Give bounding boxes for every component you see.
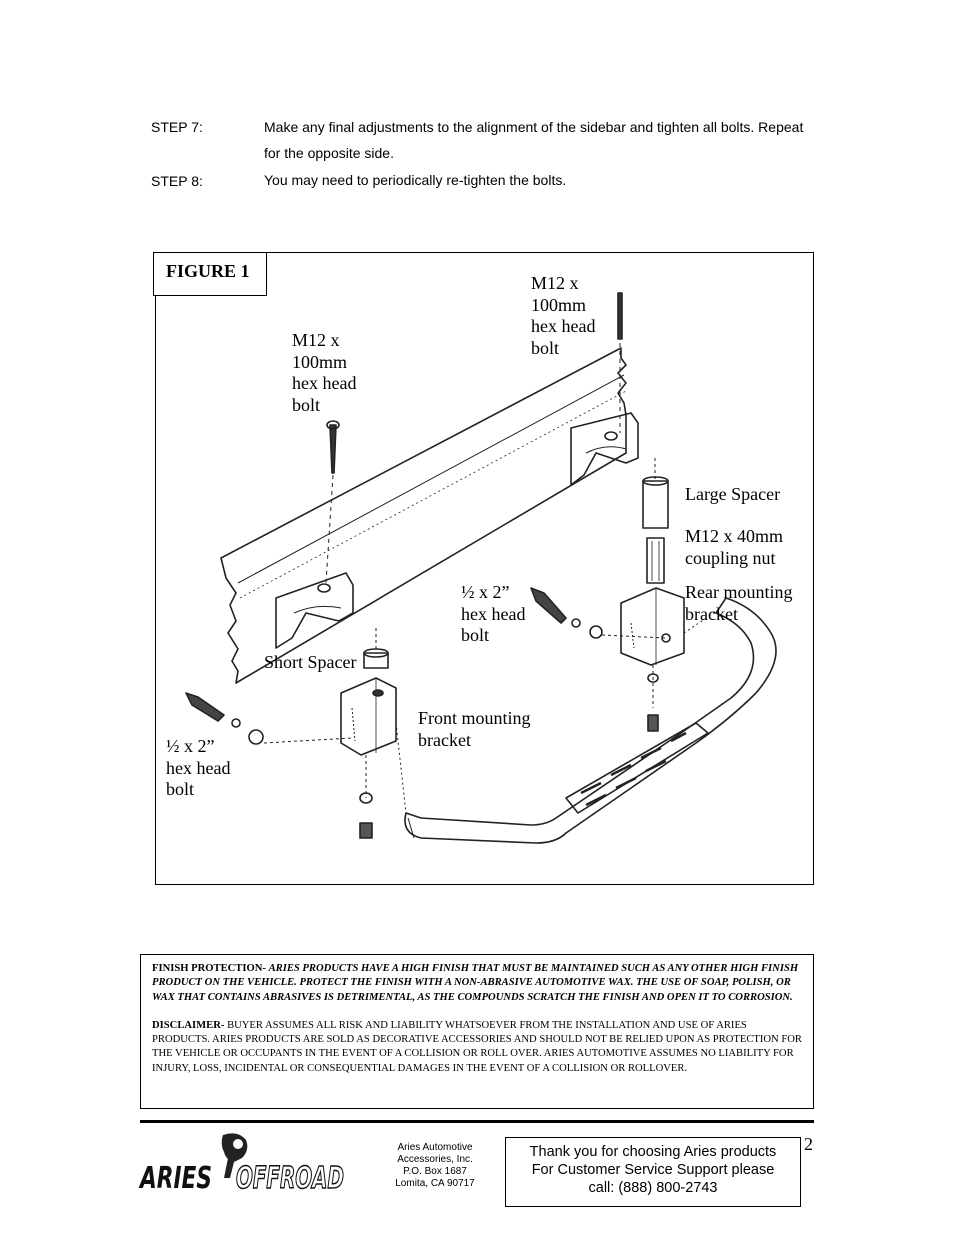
finish-protection-paragraph: FINISH PROTECTION- ARIES PRODUCTS HAVE A… <box>152 962 802 1005</box>
figure-frame <box>155 252 814 885</box>
middle-hex-bolt <box>530 587 567 624</box>
rear-frame-bracket <box>570 412 639 486</box>
front-top-bolt <box>329 424 337 474</box>
label-short-spacer: Short Spacer <box>264 652 357 672</box>
label-rear-bracket: Rear mounting bracket <box>685 582 793 624</box>
label-bolt-top-left: M12 x 100mm hex head bolt <box>292 330 357 415</box>
label-coupling-nut: M12 x 40mm coupling nut <box>685 526 784 568</box>
rear-top-bolt <box>617 292 623 340</box>
step-7-text: Make any final adjustments to the alignm… <box>264 119 804 161</box>
frame-rail <box>220 347 627 684</box>
label-large-spacer: Large Spacer <box>685 484 781 504</box>
footer-divider <box>140 1120 814 1123</box>
step-pad <box>565 722 709 814</box>
aries-offroad-logo: ARIES OFFROAD <box>139 1133 345 1195</box>
left-hex-bolt <box>185 692 225 722</box>
step-7-label: STEP 7: <box>151 119 203 135</box>
figure-title: FIGURE 1 <box>153 252 267 296</box>
sidebar-mounting-diagram <box>185 292 777 844</box>
label-front-bracket: Front mounting bracket <box>418 708 531 750</box>
front-frame-bracket <box>275 572 354 649</box>
finish-protection-text: ARIES PRODUCTS HAVE A HIGH FINISH THAT M… <box>152 963 799 1003</box>
coupling-nut <box>646 537 665 584</box>
svg-text:ARIES: ARIES <box>139 1161 212 1195</box>
customer-service-box: Thank you for choosing Aries products Fo… <box>505 1137 801 1207</box>
step-8-text: You may need to periodically re-tighten … <box>264 172 567 188</box>
rear-mounting-bracket <box>620 587 685 666</box>
finish-and-disclaimer-notice: FINISH PROTECTION- ARIES PRODUCTS HAVE A… <box>140 954 814 1109</box>
company-address: Aries Automotive Accessories, Inc. P.O. … <box>395 1142 475 1189</box>
step-tube <box>404 597 777 844</box>
label-hex-bolt-left: ½ x 2” hex head bolt <box>166 736 231 799</box>
finish-protection-heading: FINISH PROTECTION- <box>152 963 266 974</box>
page-number: 2 <box>804 1134 813 1154</box>
disclaimer-heading: DISCLAIMER- <box>152 1019 225 1031</box>
step-8-label: STEP 8: <box>151 173 203 189</box>
large-spacer <box>642 480 669 529</box>
front-mounting-bracket <box>340 677 397 756</box>
short-spacer <box>363 652 389 669</box>
disclaimer-paragraph: DISCLAIMER- BUYER ASSUMES ALL RISK AND L… <box>152 1019 802 1076</box>
svg-text:OFFROAD: OFFROAD <box>236 1161 344 1195</box>
label-hex-bolt-middle: ½ x 2” hex head bolt <box>461 582 526 645</box>
label-bolt-top-right: M12 x 100mm hex head bolt <box>531 273 596 358</box>
disclaimer-text: BUYER ASSUMES ALL RISK AND LIABILITY WHA… <box>152 1019 802 1074</box>
